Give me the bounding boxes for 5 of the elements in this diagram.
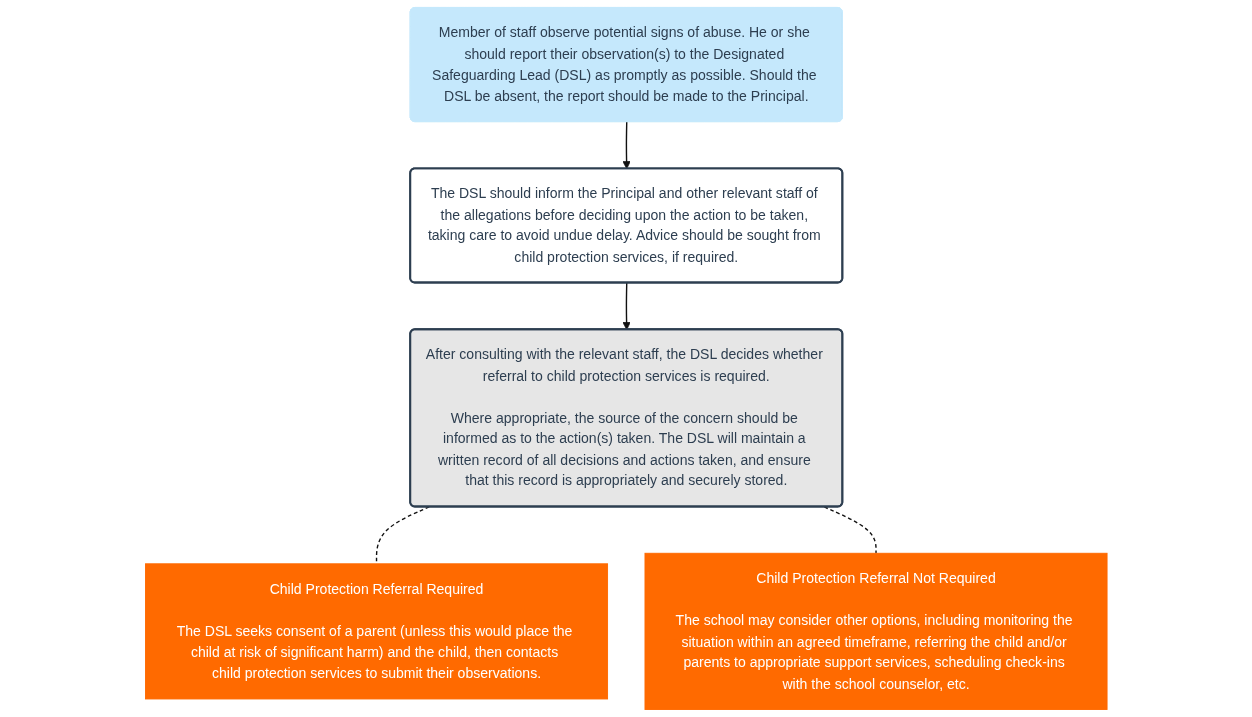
connector — [823, 506, 877, 554]
node-box: Child Protection Referral Required The DSL seeks consent of a parent (unless this would place the child at risk of significant harm) and the child, then contacts child protection services to submit their observations. — [144, 563, 608, 700]
node-box: Child Protection Referral Not Required The school may consider other options, including monitoring the situation within an agreed timeframe, referring the child and/or parents to appropriate support services, scheduling check-ins with the school counselor, etc. — [644, 552, 1108, 710]
arrow — [622, 282, 631, 331]
arrow — [622, 121, 631, 170]
